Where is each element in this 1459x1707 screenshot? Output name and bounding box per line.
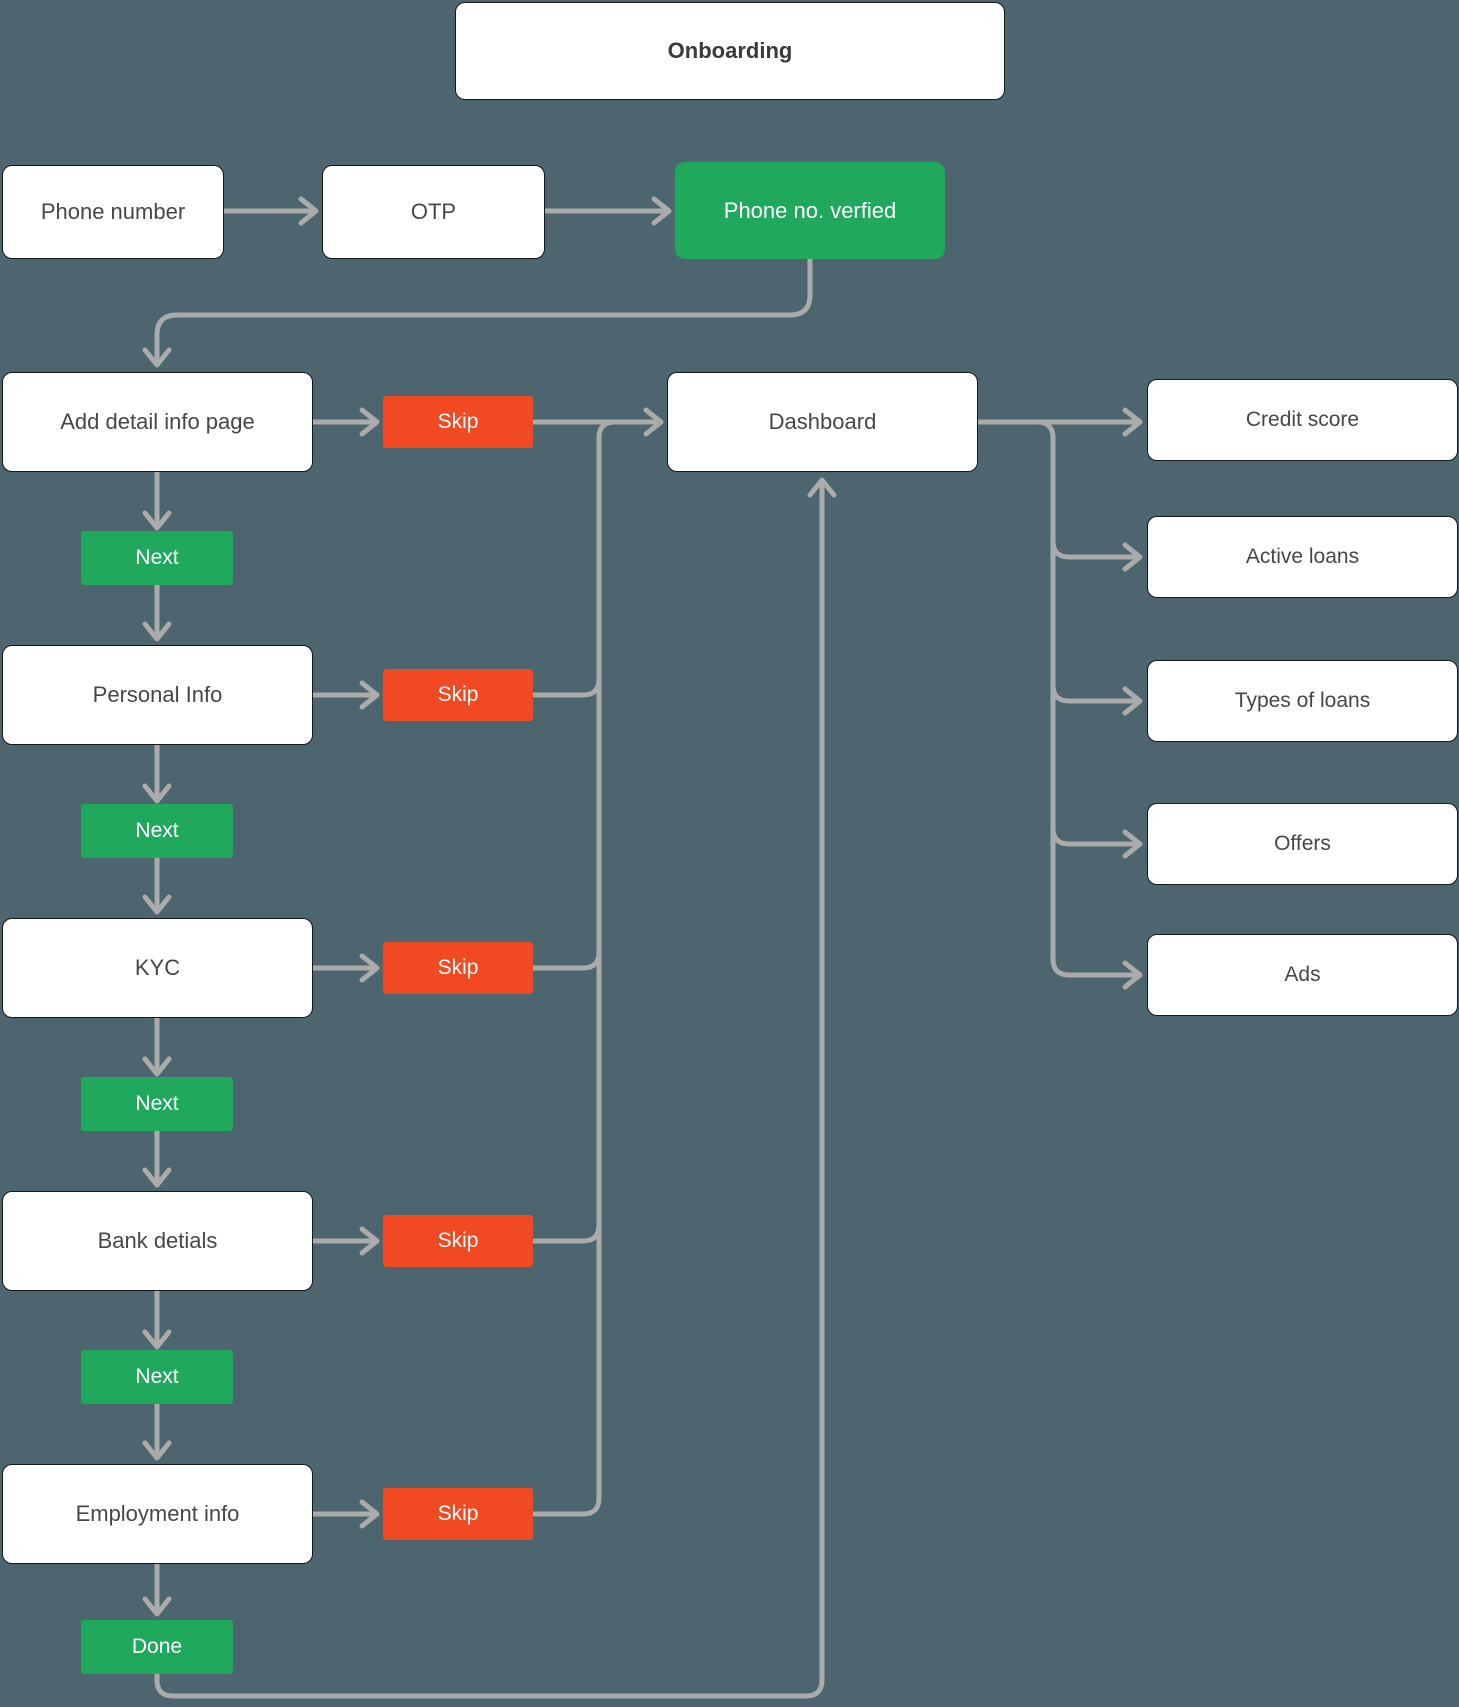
arrow-phone-number-to-otp — [221, 196, 319, 226]
skip-button-add-detail: Skip — [383, 396, 533, 448]
arrow-next-to-bank-details — [142, 1128, 172, 1188]
node-phone-number: Phone number — [2, 165, 224, 259]
node-onboarding-title: Onboarding — [455, 2, 1005, 100]
arrow-otp-to-phone-verified — [542, 196, 672, 226]
arrow-kyc-to-next — [142, 1015, 172, 1077]
arrow-personal-info-to-next — [142, 742, 172, 804]
skip-button-bank-details: Skip — [383, 1215, 533, 1267]
arrow-next-to-kyc — [142, 855, 172, 915]
arrow-add-detail-to-skip — [310, 407, 380, 437]
next-button-kyc: Next — [81, 1077, 233, 1131]
skip-button-kyc: Skip — [383, 942, 533, 994]
node-phone-verified: Phone no. verfied — [675, 162, 945, 259]
node-personal-info: Personal Info — [2, 645, 313, 745]
node-offers: Offers — [1147, 803, 1458, 885]
skip-feeder-personal-info — [530, 676, 602, 698]
arrow-next-to-personal-info — [142, 582, 172, 642]
branch-to-types-of-loans — [1050, 682, 1143, 716]
branch-to-active-loans — [1050, 538, 1143, 572]
skip-button-employment: Skip — [383, 1488, 533, 1540]
node-dashboard: Dashboard — [667, 372, 978, 472]
node-bank-details: Bank detials — [2, 1191, 313, 1291]
next-button-bank-details: Next — [81, 1350, 233, 1404]
arrow-bank-details-to-skip — [310, 1226, 380, 1256]
node-employment-info: Employment info — [2, 1464, 313, 1564]
branch-to-offers — [1050, 825, 1143, 859]
node-credit-score: Credit score — [1147, 379, 1458, 461]
arrow-phone-verified-to-add-detail — [142, 256, 813, 368]
done-button: Done — [81, 1620, 233, 1674]
node-add-detail-info-page: Add detail info page — [2, 372, 313, 472]
skip-trunk-line — [530, 419, 618, 1517]
node-types-of-loans: Types of loans — [1147, 660, 1458, 742]
node-ads: Ads — [1147, 934, 1458, 1016]
skip-feeder-kyc — [530, 949, 602, 971]
node-otp: OTP — [322, 165, 545, 259]
arrow-add-detail-to-next — [142, 469, 172, 531]
skip-feeder-bank-details — [530, 1222, 602, 1244]
return-line-done-to-dashboard — [154, 477, 837, 1699]
dashboard-branch-trunk-and-ads — [1034, 419, 1143, 990]
node-kyc: KYC — [2, 918, 313, 1018]
arrow-employment-to-done — [142, 1561, 172, 1617]
arrow-dashboard-to-credit-score — [975, 407, 1143, 437]
arrow-skip-to-dashboard — [530, 407, 664, 437]
arrow-next-to-employment — [142, 1401, 172, 1461]
arrow-bank-details-to-next — [142, 1288, 172, 1350]
next-button-personal-info: Next — [81, 804, 233, 858]
arrow-kyc-to-skip — [310, 953, 380, 983]
node-active-loans: Active loans — [1147, 516, 1458, 598]
next-button-add-detail: Next — [81, 531, 233, 585]
arrow-employment-to-skip — [310, 1499, 380, 1529]
arrow-personal-info-to-skip — [310, 680, 380, 710]
skip-button-personal-info: Skip — [383, 669, 533, 721]
